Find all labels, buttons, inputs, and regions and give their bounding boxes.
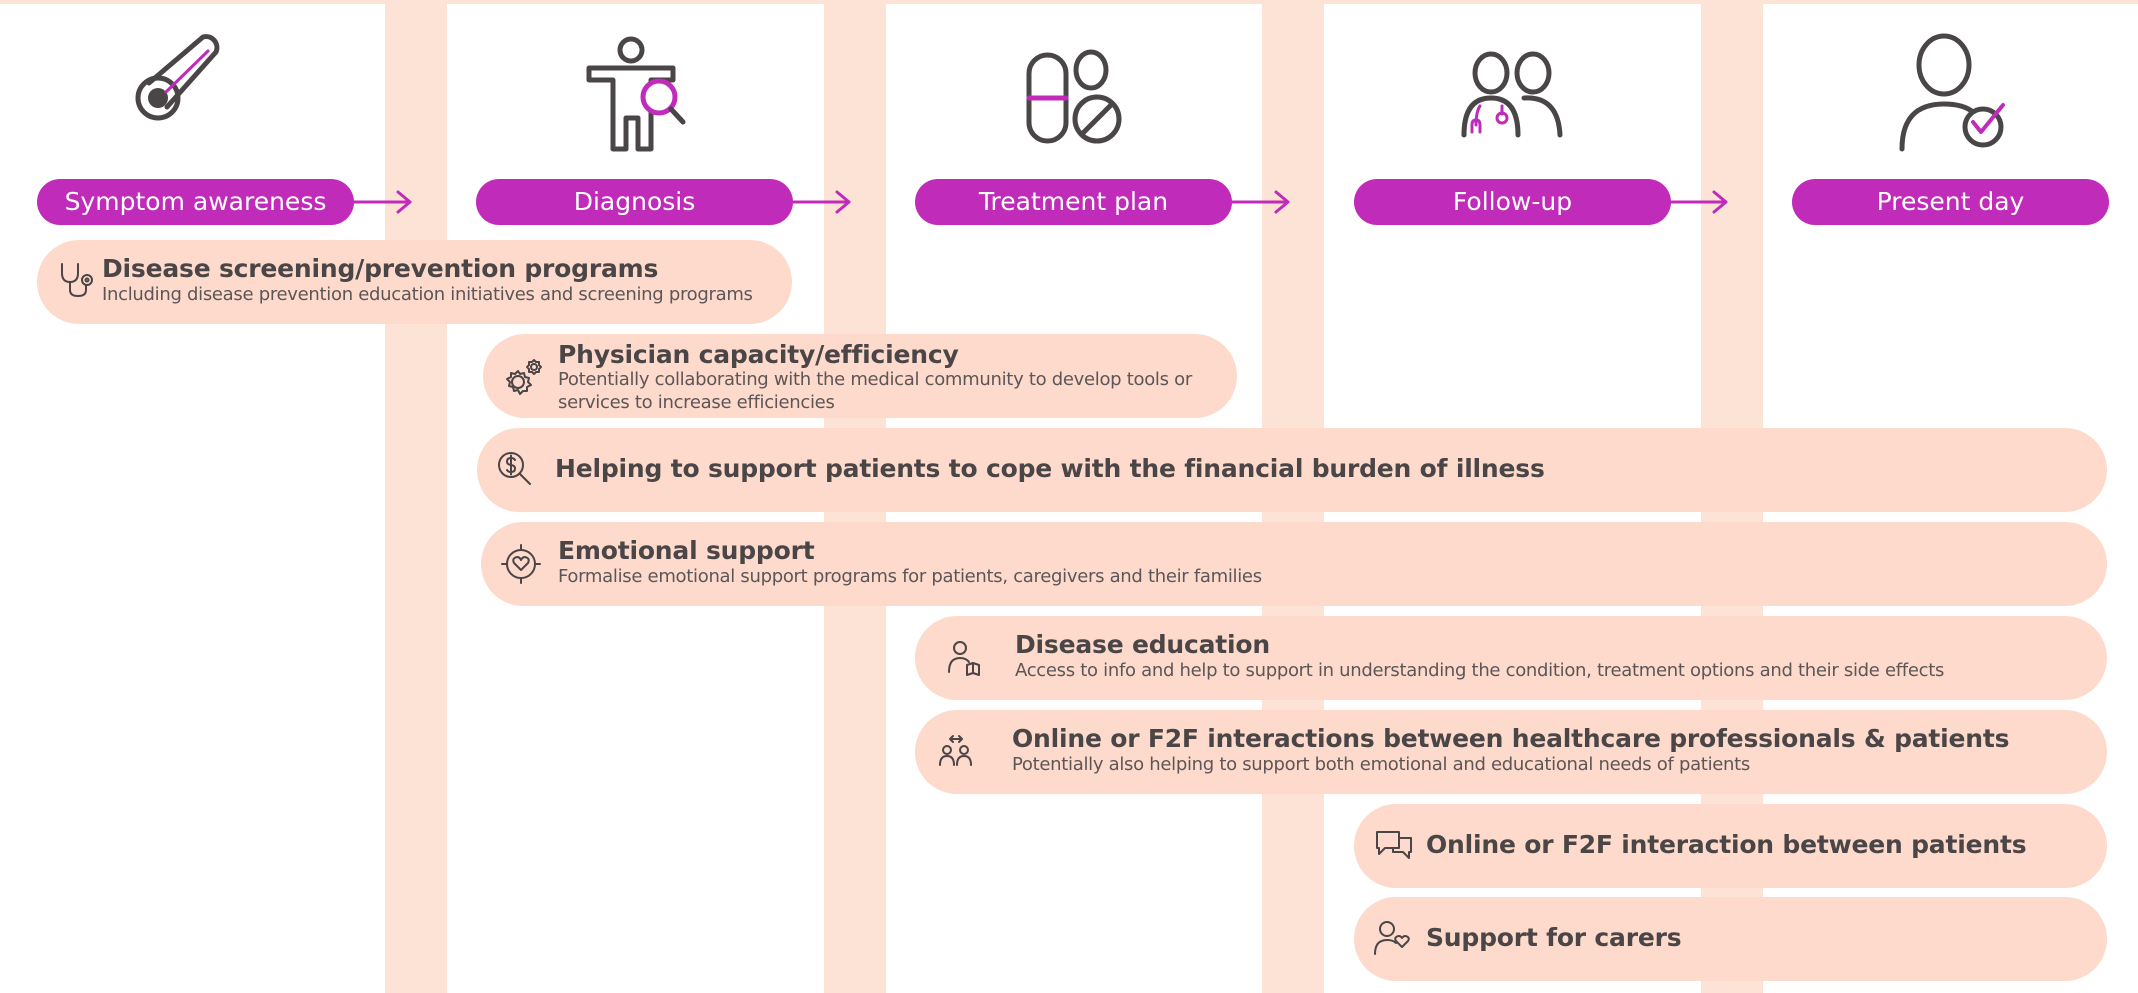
stage-symptom-awareness: Symptom awareness <box>37 179 354 225</box>
initiative-title: Online or F2F interactions between healt… <box>1012 724 2010 753</box>
chat-bubbles-icon <box>1373 824 1417 868</box>
person-heart-icon <box>1372 917 1416 961</box>
stethoscope-icon <box>56 258 100 302</box>
initiative-description: Including disease prevention education i… <box>102 284 753 305</box>
initiative-title: Emotional support <box>558 536 815 565</box>
thermometer-icon <box>122 26 272 156</box>
initiative-description: Formalise emotional support programs for… <box>558 566 1262 587</box>
initiative-description: Access to info and help to support in un… <box>1015 660 1945 681</box>
arrow-right-icon <box>1230 189 1292 215</box>
person-book-icon <box>945 638 989 682</box>
column-divider <box>385 0 447 993</box>
stage-follow-up: Follow-up <box>1354 179 1671 225</box>
person-check-icon <box>1875 26 2025 156</box>
arrow-right-icon <box>1668 189 1730 215</box>
people-exchange-icon <box>935 730 979 774</box>
initiative-description: Potentially also helping to support both… <box>1012 754 1750 775</box>
dollar-search-icon <box>494 448 538 492</box>
initiative-hcp-interactions: Online or F2F interactions between healt… <box>915 710 2107 794</box>
gears-icon <box>501 356 545 400</box>
initiative-title: Support for carers <box>1426 923 1682 952</box>
initiative-description: Potentially collaborating with the medic… <box>558 369 1192 390</box>
initiative-carer-support: Support for carers <box>1354 897 2107 981</box>
initiative-title: Online or F2F interaction between patien… <box>1426 830 2027 859</box>
arrow-right-icon <box>791 189 853 215</box>
stage-present-day: Present day <box>1792 179 2109 225</box>
top-border <box>0 0 2138 4</box>
stage-diagnosis: Diagnosis <box>476 179 793 225</box>
initiative-patient-interaction: Online or F2F interaction between patien… <box>1354 804 2107 888</box>
initiative-description: services to increase efficiencies <box>558 392 835 413</box>
initiative-title: Disease screening/prevention programs <box>102 254 659 283</box>
doctor-patient-icon <box>1436 26 1586 156</box>
initiative-disease-education: Disease education Access to info and hel… <box>915 616 2107 700</box>
arrow-right-icon <box>352 189 414 215</box>
pills-icon <box>997 26 1147 156</box>
heart-target-icon <box>500 542 544 586</box>
initiative-financial-burden: Helping to support patients to cope with… <box>477 428 2107 512</box>
initiative-title: Physician capacity/efficiency <box>558 340 959 369</box>
initiative-title: Disease education <box>1015 630 1270 659</box>
stage-treatment-plan: Treatment plan <box>915 179 1232 225</box>
initiative-title: Helping to support patients to cope with… <box>555 454 1545 483</box>
initiative-disease-screening: Disease screening/prevention programs In… <box>37 240 792 324</box>
initiative-physician-capacity: Physician capacity/efficiency Potentiall… <box>483 334 1237 418</box>
initiative-emotional-support: Emotional support Formalise emotional su… <box>481 522 2107 606</box>
person-magnifier-icon <box>559 26 709 156</box>
